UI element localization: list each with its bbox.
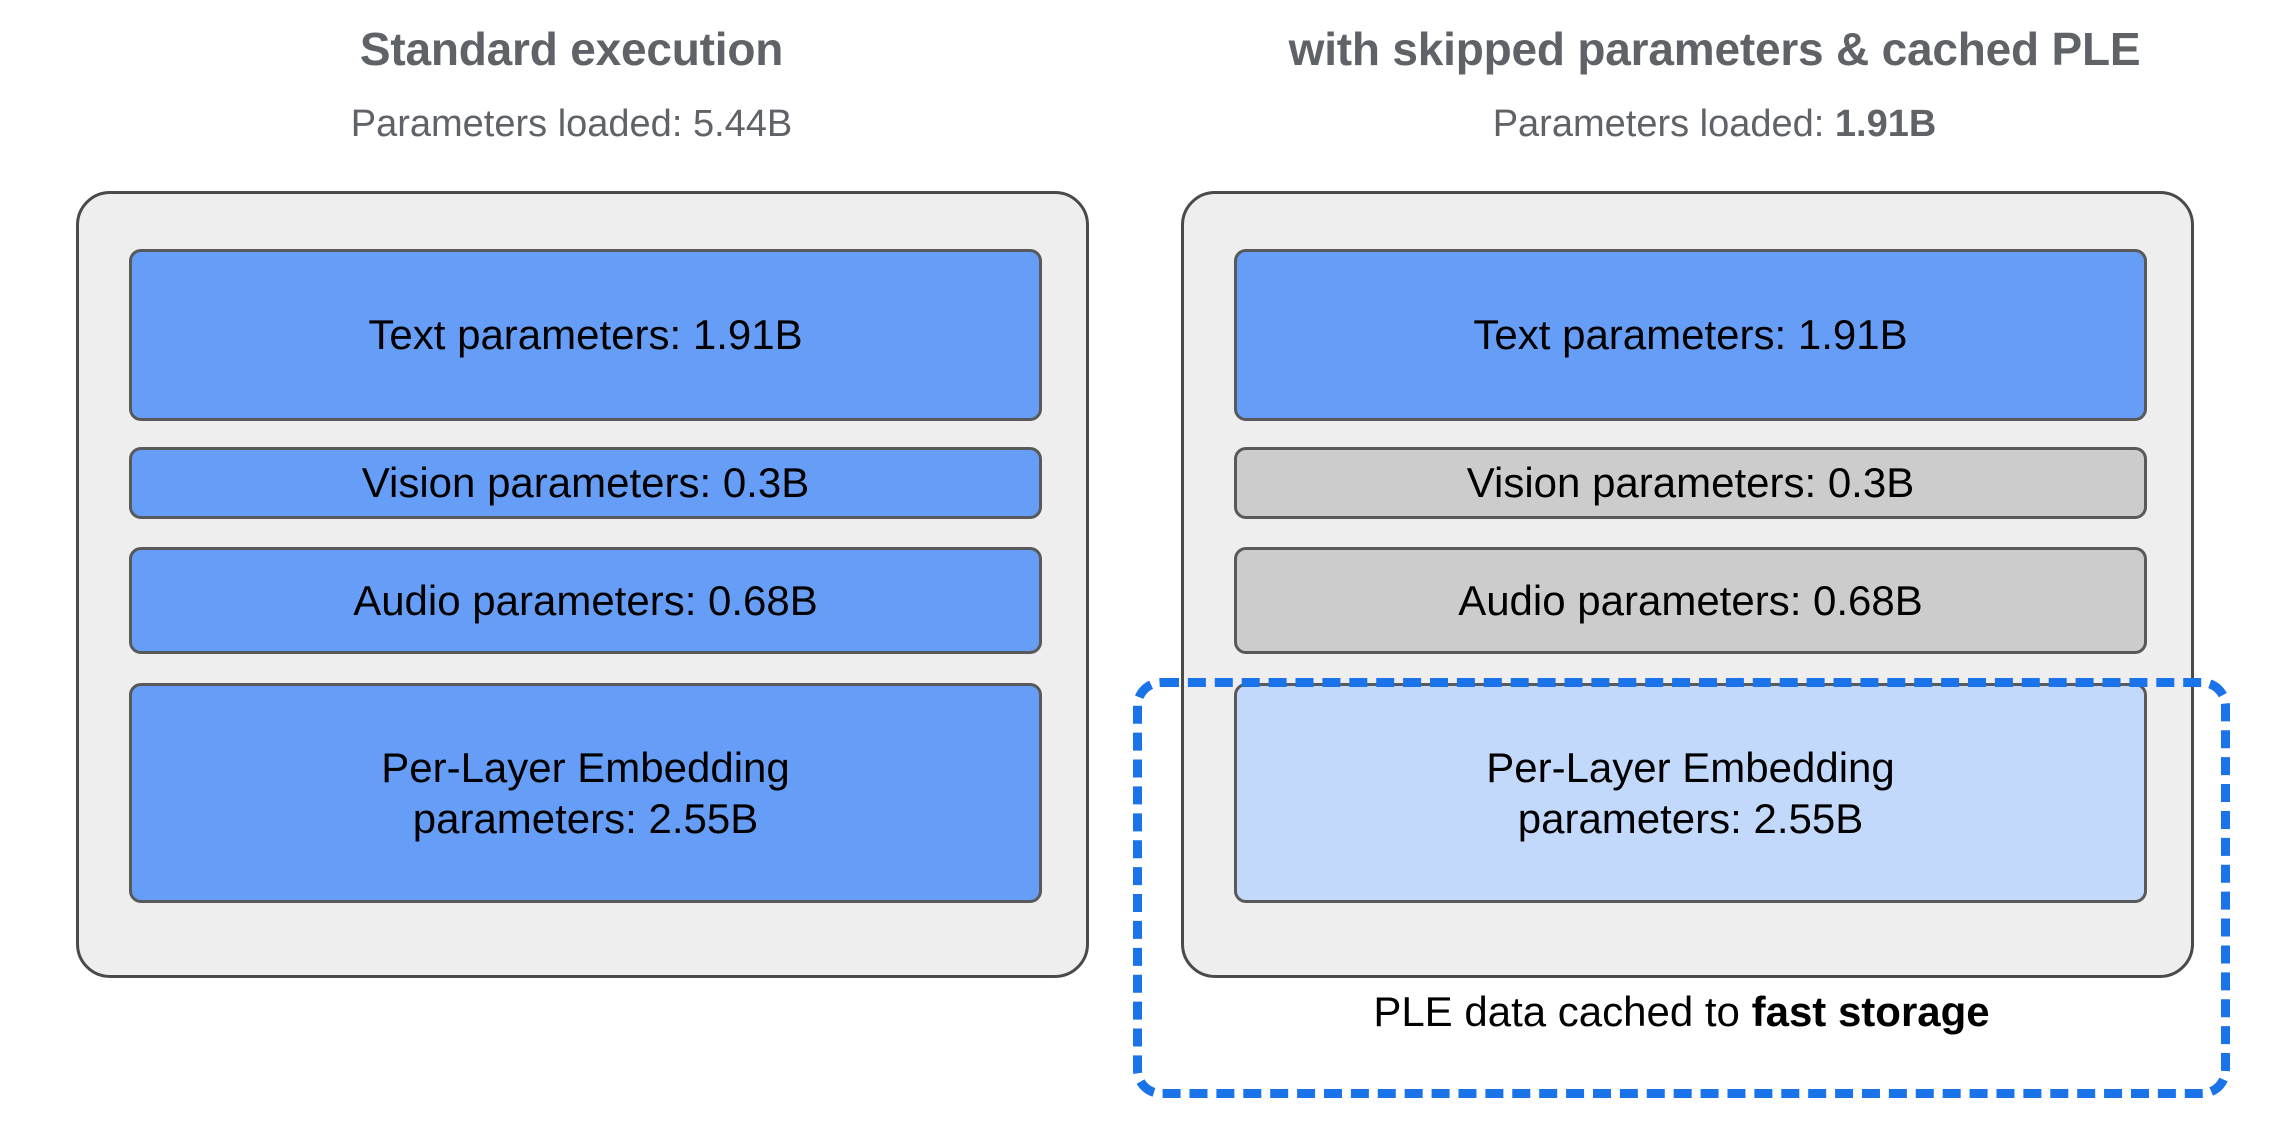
cached-ple-caption-emphasis: fast storage — [1751, 988, 1990, 1035]
right-vision-parameters-box-skipped: Vision parameters: 0.3B — [1234, 447, 2147, 519]
left-audio-parameters-box: Audio parameters: 0.68B — [129, 547, 1042, 654]
right-ple-parameters-box-cached: Per-Layer Embedding parameters: 2.55B — [1234, 683, 2147, 903]
left-vision-parameters-box: Vision parameters: 0.3B — [129, 447, 1042, 519]
right-column-title: with skipped parameters & cached PLE — [1288, 23, 2141, 75]
left-model-panel: Text parameters: 1.91B Vision parameters… — [76, 191, 1089, 978]
right-ple-label-line1: Per-Layer Embedding — [1486, 743, 1895, 791]
right-ple-label-line2: parameters: 2.55B — [1517, 795, 1864, 842]
left-text-parameters-box: Text parameters: 1.91B — [129, 249, 1042, 421]
left-column-title: Standard execution — [359, 23, 784, 75]
right-text-parameters-box: Text parameters: 1.91B — [1234, 249, 2147, 421]
skipped-parameters-cached-ple-column: with skipped parameters & cached PLE Par… — [1133, 0, 2286, 1134]
cached-ple-caption: PLE data cached to fast storage — [1133, 988, 2230, 1036]
cached-ple-caption-prefix: PLE data cached to — [1373, 988, 1752, 1035]
right-parameters-loaded-value: 1.91B — [1834, 103, 1937, 145]
left-ple-label-line2: parameters: 2.55B — [412, 795, 759, 842]
left-parameters-loaded-label: Parameters loaded: — [350, 103, 693, 145]
right-audio-parameters-box-skipped: Audio parameters: 0.68B — [1234, 547, 2147, 654]
right-parameters-loaded-subtitle: Parameters loaded: 1.91B — [1143, 103, 2286, 146]
right-parameters-loaded-label: Parameters loaded: — [1492, 103, 1835, 145]
left-parameters-loaded-subtitle: Parameters loaded: 5.44B — [0, 103, 1143, 146]
left-ple-parameters-box: Per-Layer Embedding parameters: 2.55B — [129, 683, 1042, 903]
right-model-panel: Text parameters: 1.91B Vision parameters… — [1181, 191, 2194, 978]
left-parameters-loaded-value: 5.44B — [692, 103, 793, 145]
standard-execution-column: Standard execution Parameters loaded: 5.… — [0, 23, 1143, 978]
left-ple-label-line1: Per-Layer Embedding — [381, 743, 790, 791]
